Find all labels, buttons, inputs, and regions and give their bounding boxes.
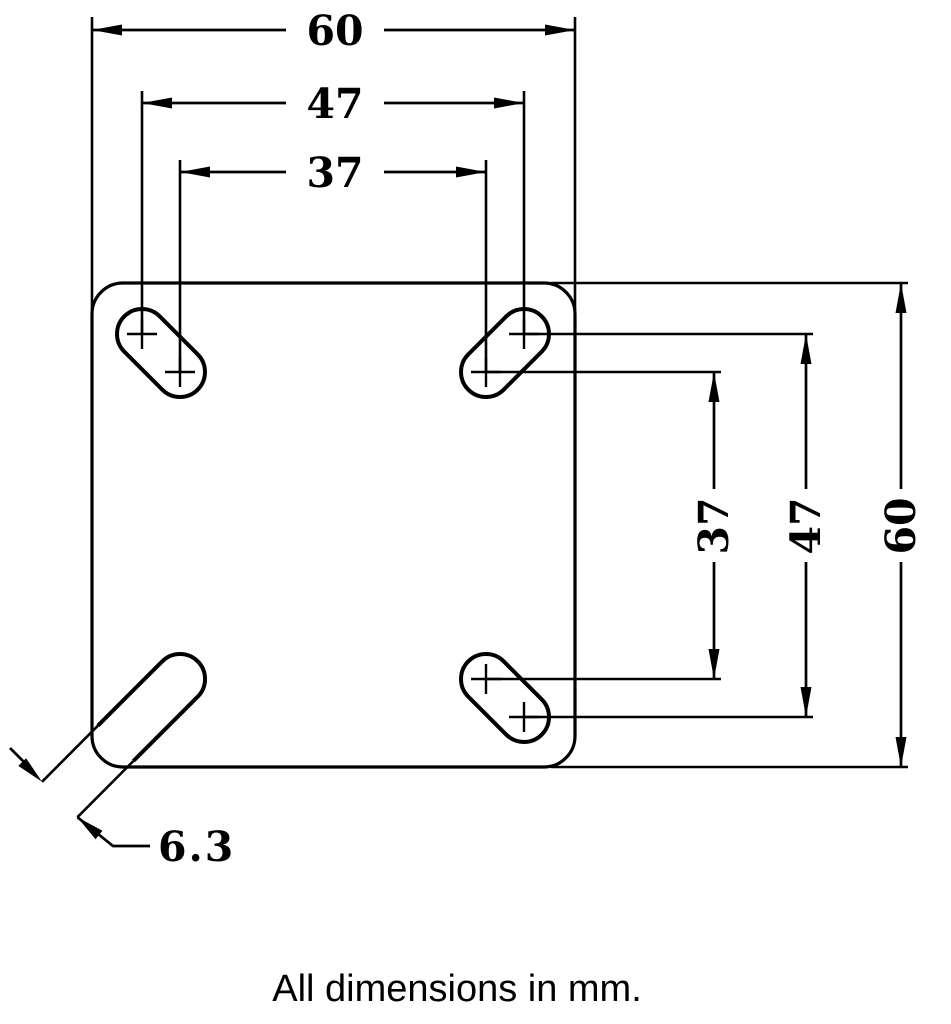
slot-top-left xyxy=(115,307,207,399)
arrowhead xyxy=(494,97,524,109)
leader-line xyxy=(76,816,150,848)
arrowhead xyxy=(708,372,720,402)
dim-label-plate-height: 60 xyxy=(877,497,925,554)
arrowhead xyxy=(895,283,907,313)
arrowhead xyxy=(895,737,907,767)
slot-bottom-right xyxy=(459,652,551,744)
dimension-slot-span-outer-47-top: 47 xyxy=(140,80,526,334)
arrowhead xyxy=(456,166,486,178)
dimension-plate-width-60: 60 xyxy=(90,7,577,310)
arrowhead xyxy=(800,687,812,717)
dim-label-slot-span-outer: 47 xyxy=(306,80,363,128)
drawing-caption: All dimensions in mm. xyxy=(272,968,642,1010)
dim-label-slot-width: 6.3 xyxy=(158,823,235,871)
plate-outline xyxy=(90,281,577,769)
slot-bottom-left xyxy=(96,651,208,763)
arrowhead xyxy=(92,24,122,36)
dimension-slot-width-6-3: 6.3 xyxy=(9,724,235,871)
dim-label-plate-width: 60 xyxy=(306,7,363,55)
dimension-plate-height-60: 60 xyxy=(551,281,925,769)
dimension-slot-span-inner-37-right: 37 xyxy=(486,370,738,681)
dim-label-slot-span-outer-vertical: 47 xyxy=(782,497,830,554)
arrowhead xyxy=(180,166,210,178)
hole-center-markers xyxy=(127,319,539,732)
extension-line xyxy=(76,760,135,819)
arrowhead xyxy=(18,758,42,782)
arrowhead xyxy=(708,649,720,679)
slot-top-right xyxy=(459,307,551,399)
arrowhead xyxy=(800,334,812,364)
dimension-slot-span-outer-47-right: 47 xyxy=(524,332,830,719)
arrowhead xyxy=(545,24,575,36)
dim-label-slot-span-inner-vertical: 37 xyxy=(690,497,738,554)
arrowhead xyxy=(142,97,172,109)
dimension-slot-span-inner-37-top: 37 xyxy=(178,149,488,372)
extension-line xyxy=(41,724,99,783)
mounting-slots xyxy=(96,307,551,763)
dim-label-slot-span-inner: 37 xyxy=(306,149,363,197)
